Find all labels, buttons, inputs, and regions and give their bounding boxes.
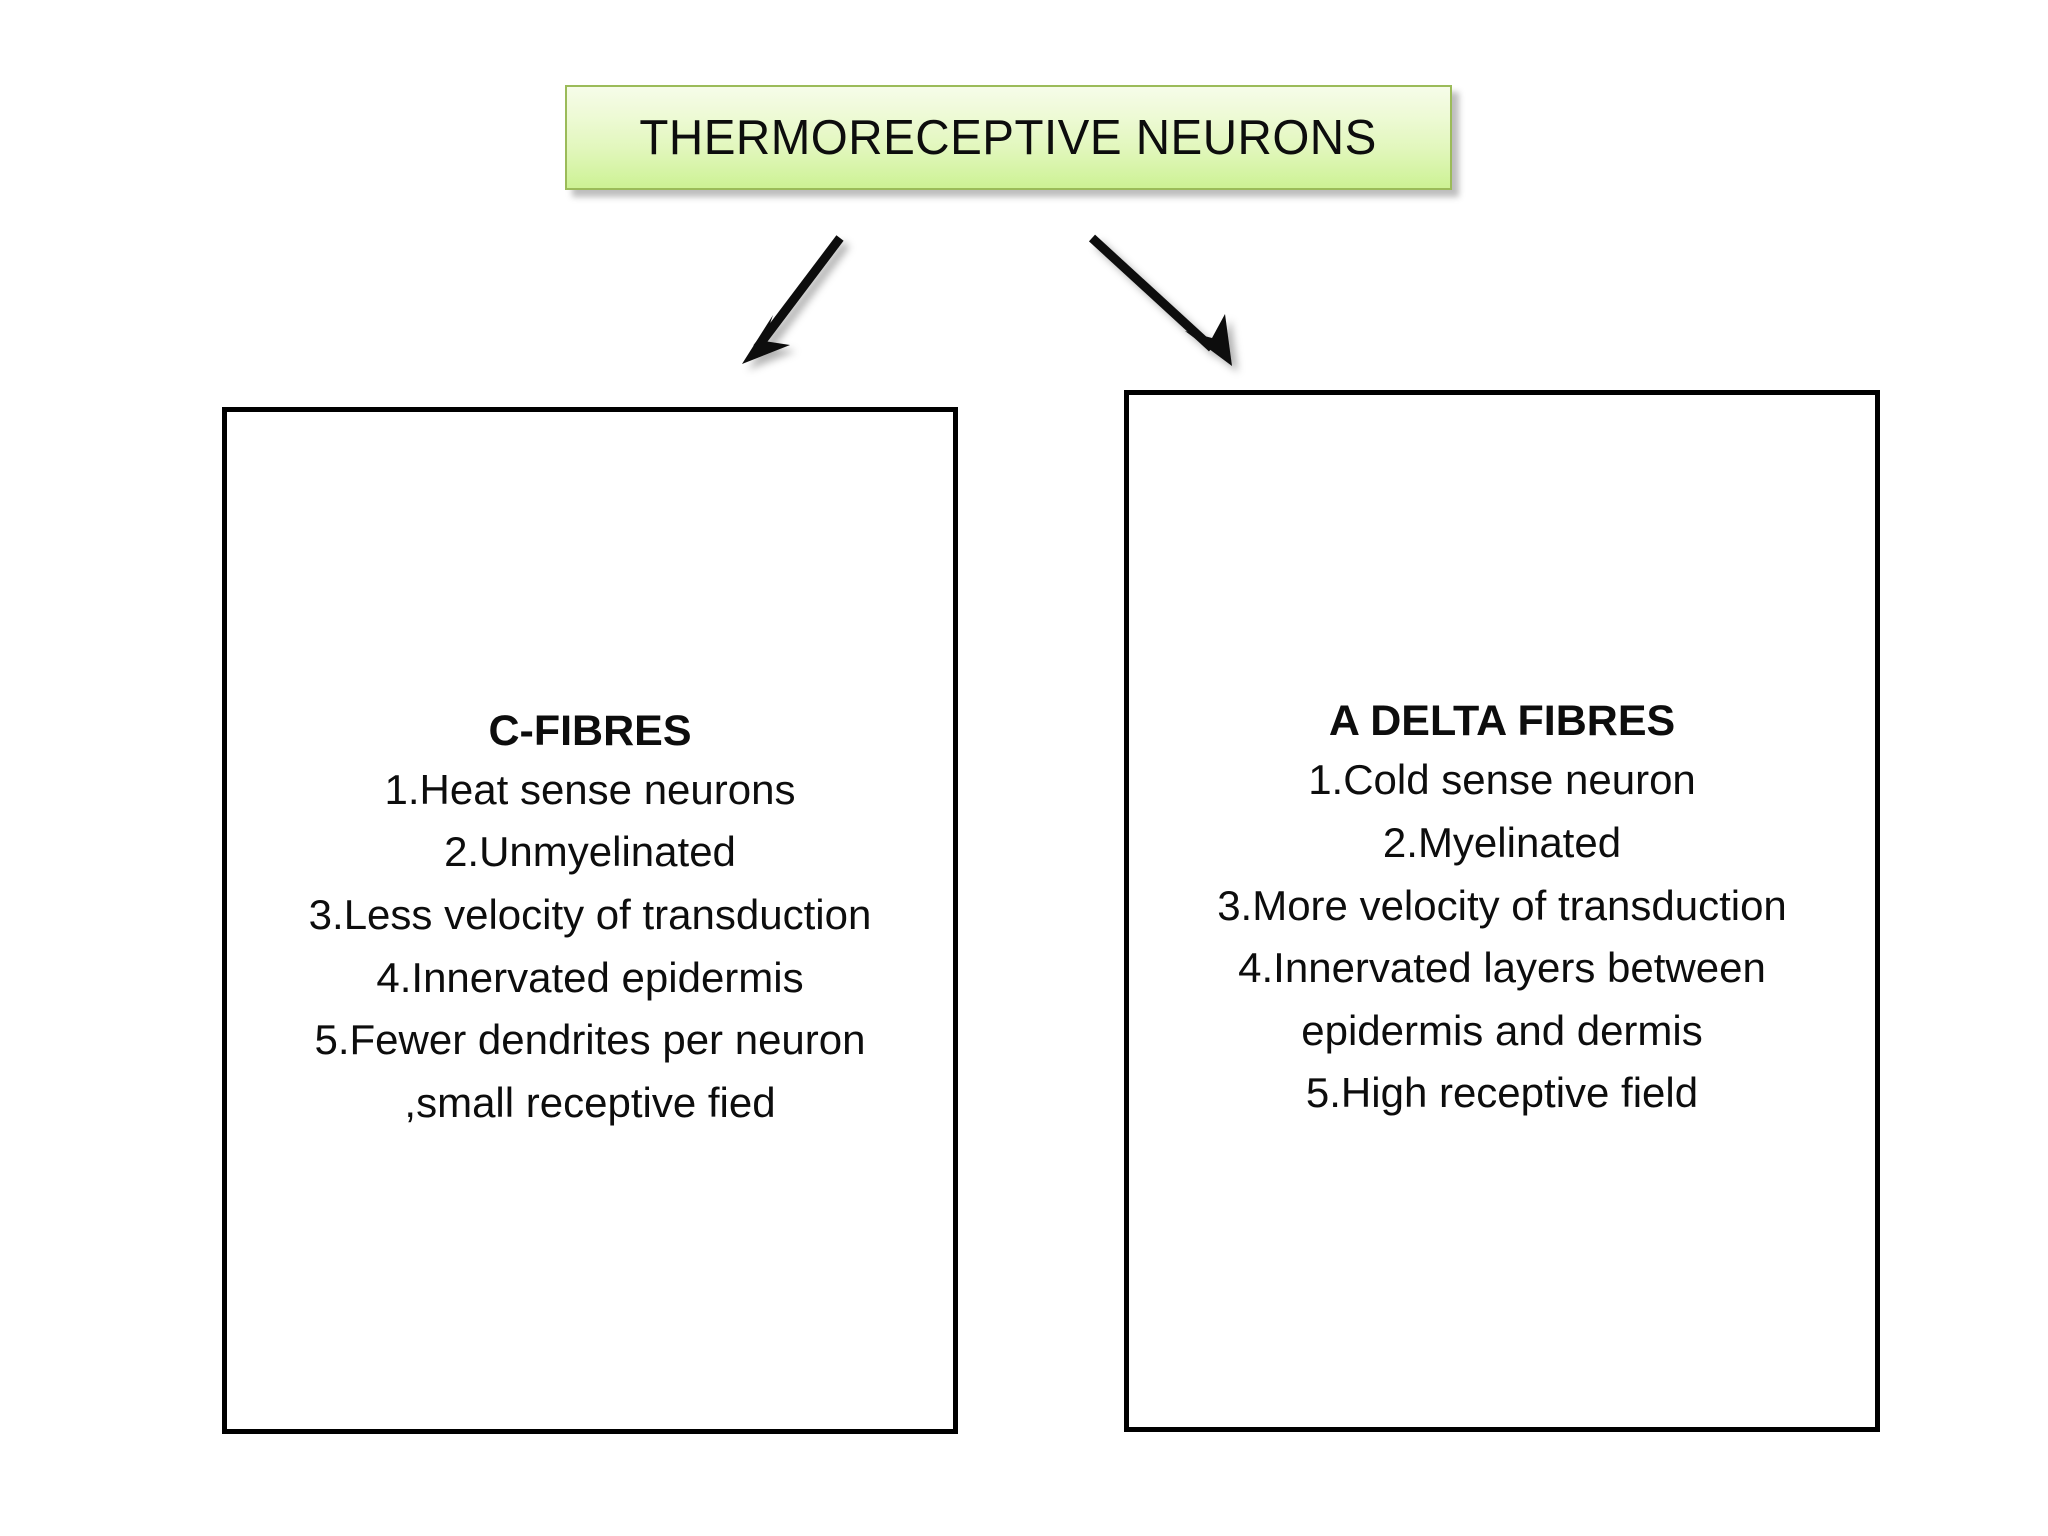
node-a-delta-fibres-line-3: 3.More velocity of transduction [1217, 881, 1787, 929]
title-node-label: THERMORECEPTIVE NEURONS [639, 110, 1378, 165]
title-node-thermoreceptive-neurons[interactable]: THERMORECEPTIVE NEURONS [565, 85, 1452, 190]
node-a-delta-fibres-line-2: 2.Myelinated [1382, 818, 1622, 866]
node-c-fibres-line-2: 2.Unmyelinated [444, 828, 736, 876]
arrow-to-a-delta-fibres-icon [1088, 234, 1232, 366]
node-c-fibres-line-3: 3.Less velocity of transduction [308, 891, 872, 938]
node-a-delta-fibres-line-6: 5.High receptive field [1305, 1069, 1699, 1117]
node-c-fibres[interactable]: C-FIBRES 1.Heat sense neurons 2.Unmyelin… [222, 407, 958, 1434]
arrow-to-c-fibres-icon [742, 235, 844, 364]
node-a-delta-fibres-heading: A DELTA FIBRES [1328, 697, 1676, 746]
node-c-fibres-line-4: 4.Innervated epidermis [376, 953, 804, 1001]
node-c-fibres-line-1: 1.Heat sense neurons [384, 765, 796, 813]
node-a-delta-fibres-line-1: 1.Cold sense neuron [1308, 756, 1696, 804]
node-c-fibres-line-5: 5.Fewer dendrites per neuron [314, 1016, 866, 1064]
node-c-fibres-content: C-FIBRES 1.Heat sense neurons 2.Unmyelin… [227, 707, 953, 1135]
node-a-delta-fibres-line-4: 4.Innervated layers between [1238, 944, 1766, 992]
node-c-fibres-heading: C-FIBRES [488, 706, 692, 755]
node-a-delta-fibres-content: A DELTA FIBRES 1.Cold sense neuron 2.Mye… [1129, 697, 1875, 1125]
node-c-fibres-line-6: ,small receptive fied [404, 1078, 776, 1126]
node-a-delta-fibres[interactable]: A DELTA FIBRES 1.Cold sense neuron 2.Mye… [1124, 390, 1880, 1432]
node-a-delta-fibres-line-5: epidermis and dermis [1301, 1006, 1703, 1054]
